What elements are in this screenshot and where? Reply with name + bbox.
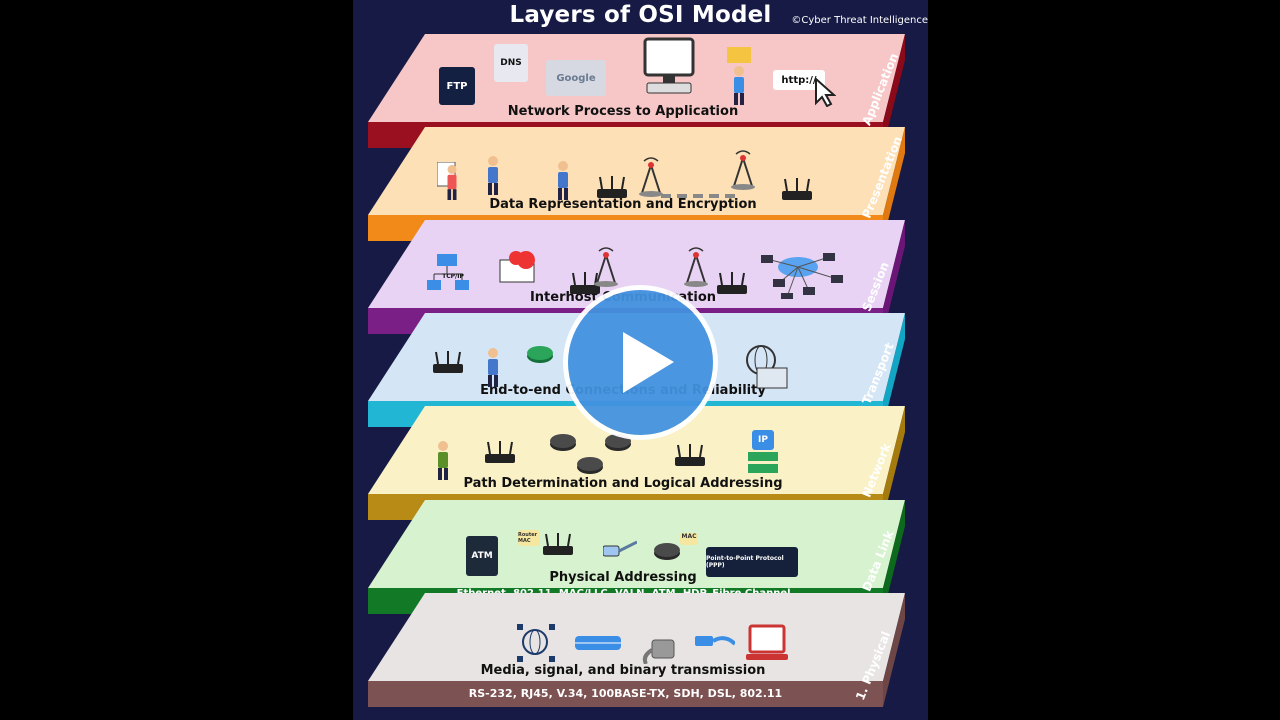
- puck-icon-2: [576, 455, 604, 475]
- layer-protocols: IP, ARP, IPsec, ICMP, IGMP, OSPF: [526, 500, 725, 513]
- layer-side: [883, 593, 905, 707]
- cursor-icon: [814, 76, 837, 108]
- layer-protocols: Ethernet, 802.11, MAC/LLC, VALN, ATM, HD…: [456, 588, 795, 612]
- layer-side-label: 3. Network: [853, 441, 894, 516]
- layer-band: [368, 494, 883, 520]
- layer-side-label: 7. Application: [853, 51, 902, 144]
- layer-band: [368, 588, 883, 614]
- courier-icon-3: [483, 347, 507, 389]
- router-icon: [593, 175, 631, 199]
- courier-icon: [483, 155, 507, 197]
- tower-icon: [636, 157, 666, 197]
- layer-side-label: 6. Presentation: [853, 134, 906, 237]
- google-icon-text: Google: [556, 72, 596, 84]
- layer-heading: Network Process to Application: [507, 104, 739, 119]
- ip-pin-icon-text: IP: [758, 435, 768, 445]
- router-mac-label: Router MAC: [518, 530, 540, 546]
- user-icon: [725, 47, 755, 117]
- monitor-icon: [643, 37, 695, 95]
- tower-icon-3: [591, 247, 621, 287]
- document-icon: [436, 161, 463, 202]
- layer-side: [883, 220, 905, 334]
- tcpip-label-text: TCP/IP: [442, 272, 464, 280]
- dns-icon: DNS: [494, 44, 528, 82]
- layer-heading: Data Representation and Encryption: [489, 197, 757, 212]
- layer-protocols: RS-232, RJ45, V.34, 100BASE-TX, SDH, DSL…: [468, 687, 783, 700]
- layer-band: [368, 215, 883, 241]
- layer-side-label: 2. Data Link: [853, 528, 897, 610]
- tower-icon-4: [681, 247, 711, 287]
- ppp-diagram: Point-to-Point Protocol (PPP): [706, 547, 798, 577]
- dns-icon-text: DNS: [500, 58, 522, 68]
- router-mac-label-text: Router MAC: [518, 532, 538, 544]
- play-button[interactable]: [568, 290, 713, 435]
- mac-label: MAC: [680, 530, 698, 545]
- cloud-gear-icon: [498, 250, 538, 286]
- link-dashes: [661, 184, 741, 198]
- network-icon: [427, 252, 471, 294]
- mesh-network-icon: [753, 247, 843, 301]
- layer-heading: Path Determination and Logical Addressin…: [463, 476, 783, 491]
- layer-protocols: Recognizing Data: HTML, DOC, JPEG, MP3, …: [454, 221, 797, 234]
- google-icon: Google: [546, 60, 606, 96]
- layer-side: [883, 500, 905, 614]
- ppp-diagram-text: Point-to-Point Protocol (PPP): [706, 555, 784, 569]
- laptop-icon: [746, 624, 790, 664]
- poster-title: Layers of OSI Model: [509, 2, 772, 28]
- puck-icon-3: [604, 432, 632, 452]
- layer-side: [883, 313, 905, 427]
- layer-face: [368, 593, 905, 681]
- layer-band: [368, 681, 883, 707]
- layer-heading: Media, signal, and binary transmission: [480, 663, 766, 678]
- switch-icon: [526, 344, 554, 364]
- puck-icon: [549, 432, 577, 452]
- usb-cable-icon: [695, 630, 737, 654]
- router-icon-6: [481, 440, 519, 464]
- courier-icon-2: [553, 160, 577, 202]
- atm-icon: ATM: [466, 536, 498, 576]
- router-icon-7: [671, 443, 709, 467]
- ftp-icon: FTP: [439, 67, 475, 105]
- layer-band: [368, 122, 883, 148]
- layer-side: [883, 34, 905, 148]
- router-icon-8: [539, 532, 579, 562]
- credit-text: ©Cyber Threat Intelligence: [791, 15, 928, 26]
- layer-side-label: 5. Session: [853, 259, 892, 330]
- puck-icon-4: [653, 541, 681, 561]
- person-icon: [433, 440, 455, 484]
- ip-pin-icon: IP: [752, 430, 774, 450]
- tower-icon-2: [728, 150, 758, 190]
- rj45-plug-icon: [642, 638, 682, 665]
- layer-side: [883, 406, 905, 520]
- server-stack-icon: [748, 452, 778, 474]
- layer-protocols: DNS, WWW/HTTP, P2P, EMAIL/POP, SMTP, Tel…: [462, 128, 789, 141]
- fiber-cable-icon: [575, 632, 621, 654]
- tcpip-label: TCP/IP: [441, 272, 465, 280]
- router-icon-4: [713, 271, 751, 295]
- play-icon: [623, 332, 674, 393]
- cable-icon: [602, 540, 638, 562]
- globe-server-icon: [743, 344, 789, 390]
- ftp-icon-text: FTP: [446, 80, 468, 92]
- mac-label-text: MAC: [681, 532, 697, 540]
- layer-side: [883, 127, 905, 241]
- http-icon: http://: [773, 70, 825, 90]
- http-icon-text: http://: [781, 74, 817, 86]
- atm-icon-text: ATM: [471, 551, 493, 561]
- layer-side-label: 4. Transport: [853, 340, 897, 423]
- router-icon-2: [778, 177, 816, 201]
- layer-side-label: 1. Physical: [853, 629, 894, 703]
- router-icon-5: [429, 350, 467, 374]
- globe-network-icon: [515, 622, 555, 662]
